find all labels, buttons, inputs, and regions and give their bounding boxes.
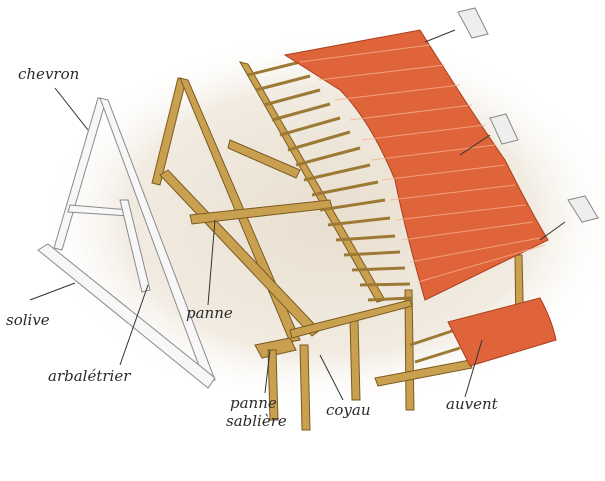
label-panne-sabliere-line2: sablière: [226, 412, 287, 430]
label-panne: panne: [186, 304, 233, 322]
tile-samples: [457, 7, 599, 223]
label-coyau: coyau: [326, 401, 371, 419]
roof-battens: [247, 60, 461, 364]
leader-lines: [29, 29, 566, 401]
white-truss: [37, 97, 216, 389]
label-arbaletrier: arbalétrier: [48, 367, 131, 385]
label-chevron: chevron: [18, 65, 80, 83]
wood-frame: [151, 61, 525, 431]
label-solive: solive: [6, 311, 50, 329]
roof-tiles: [283, 29, 557, 367]
label-auvent: auvent: [446, 395, 498, 413]
awning-tiles: [447, 297, 557, 367]
label-panne-sabliere-line1: panne: [230, 394, 277, 412]
